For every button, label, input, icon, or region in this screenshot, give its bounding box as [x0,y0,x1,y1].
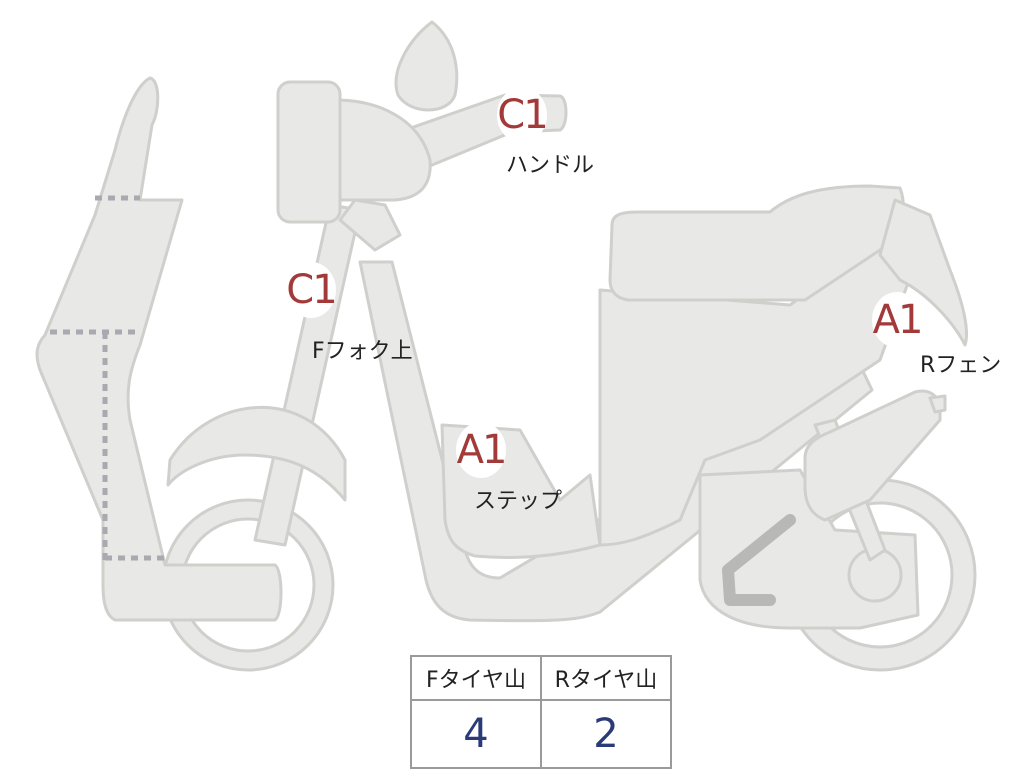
muffler-tip [928,394,947,414]
headlight [276,80,342,224]
seat [608,184,905,302]
mirror [394,20,459,112]
exhaust-pipe [722,514,796,606]
front-tire-header: Fタイヤ山 [410,655,542,701]
leg-shield [35,76,283,622]
grade-badge-step: A1 [456,422,507,478]
front-tire-tread-value: 4 [410,699,542,769]
frame-tube [358,260,874,623]
part-label-step: ステップ [474,489,563,514]
rear-fender [878,198,969,347]
part-label-handlebar: ハンドル [506,153,595,178]
grade-badge-handlebar: C1 [497,87,549,143]
rear-body [598,223,922,547]
tire-tread-value-row: 4 2 [410,699,672,769]
rear-tire-header: Rタイヤ山 [540,655,672,701]
part-label-rear-fender: Rフェン [920,353,1002,378]
grade-badge-front-fork: C1 [286,262,338,318]
rear-tire-tread-value: 2 [540,699,672,769]
tire-tread-table: Fタイヤ山 Rタイヤ山 4 2 [410,655,672,769]
headlight-housing [333,98,432,202]
part-label-front-fork: Fフォク上 [312,339,413,364]
grade-badge-rear-fender: A1 [872,292,923,348]
front-fender [166,405,347,502]
tire-tread-header-row: Fタイヤ山 Rタイヤ山 [410,655,672,701]
steering-column [338,198,402,252]
